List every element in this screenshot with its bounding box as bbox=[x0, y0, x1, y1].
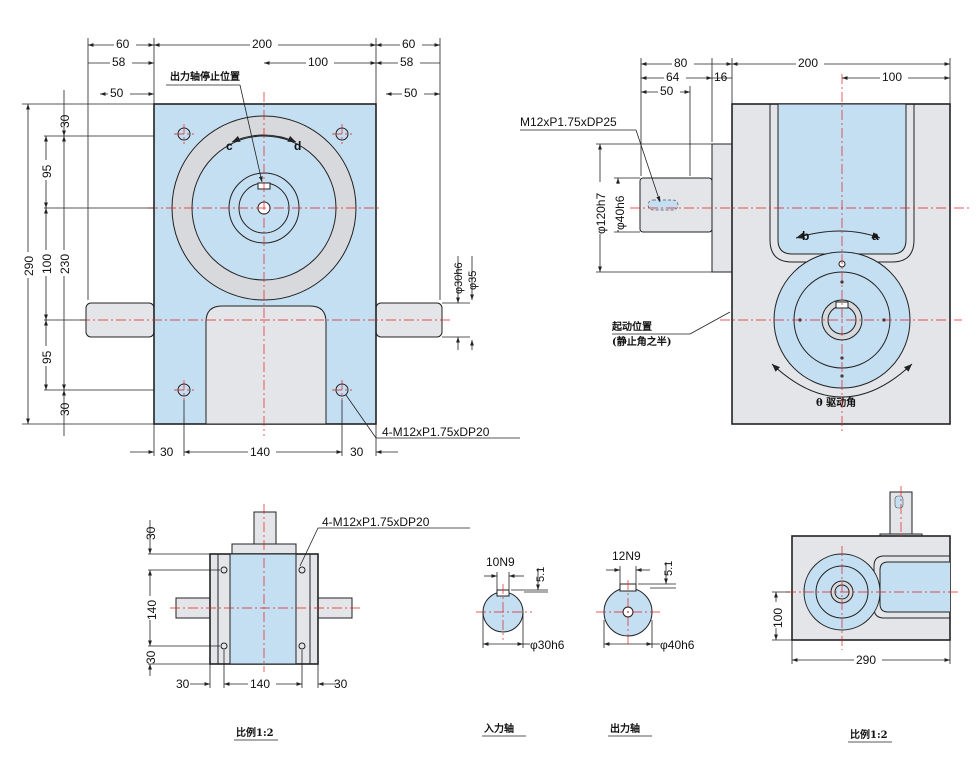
dim-100-side: 100 bbox=[882, 70, 902, 84]
dim-50-right: 50 bbox=[404, 86, 418, 100]
thread-note: M12xP1.75xDP25 bbox=[520, 115, 617, 129]
drive-angle-label: θ 驱动角 bbox=[816, 396, 856, 409]
dim-50-side: 50 bbox=[660, 84, 674, 98]
input-shaft-diameter: φ30h6 bbox=[530, 638, 565, 652]
output-key-width: 12N9 bbox=[612, 549, 641, 563]
output-shaft-diameter: φ40h6 bbox=[660, 638, 695, 652]
small-dim-30-left-bottom: 30 bbox=[144, 650, 158, 664]
dim-dia-120h7: φ120h7 bbox=[594, 193, 608, 234]
dim-dia-30h6: φ30h6 bbox=[453, 262, 465, 294]
arrow-b-label: b bbox=[802, 229, 809, 243]
input-key-width: 10N9 bbox=[486, 555, 515, 569]
arrow-a-label: a bbox=[872, 229, 879, 243]
tap-note-front: 4-M12xP1.75xDP20 bbox=[382, 425, 490, 439]
output-key-depth: 5.1 bbox=[663, 561, 675, 576]
dim-230: 230 bbox=[58, 254, 72, 274]
arrow-c-label: c bbox=[226, 139, 233, 153]
small-dim-30-bottom-right: 30 bbox=[334, 677, 348, 691]
dim-200-side: 200 bbox=[798, 56, 818, 70]
dim-top-60-right: 60 bbox=[402, 37, 416, 51]
drive-angle-arc bbox=[771, 363, 913, 398]
dim-80: 80 bbox=[674, 56, 688, 70]
dim-30-bottom-left: 30 bbox=[160, 445, 174, 459]
tap-note-small: 4-M12xP1.75xDP20 bbox=[322, 515, 430, 529]
side-small-view: 100 290 比例1:2 bbox=[769, 486, 960, 743]
input-shaft-caption: 入力轴 bbox=[484, 722, 514, 735]
small-dim-140-bottom: 140 bbox=[250, 677, 270, 691]
dim-30-bottom-right: 30 bbox=[350, 445, 364, 459]
side-small-dim-290: 290 bbox=[856, 653, 876, 667]
stop-position-label: 出力轴停止位置 bbox=[170, 70, 240, 83]
small-dim-30-bottom-left: 30 bbox=[176, 677, 190, 691]
side-view: b a θ 驱动角 80 200 64 bbox=[520, 56, 970, 434]
scale-label-right: 比例1:2 bbox=[850, 728, 888, 741]
small-dim-140-left: 140 bbox=[145, 600, 159, 620]
threaded-hole bbox=[647, 199, 679, 211]
top-small-view: 30 140 30 30 140 30 4-M12xP1.75xDP20 比例1… bbox=[143, 504, 470, 741]
dim-58-right: 58 bbox=[400, 55, 414, 69]
input-key-depth: 5.1 bbox=[535, 567, 547, 582]
dim-30-lower: 30 bbox=[58, 402, 72, 416]
dim-100-top: 100 bbox=[308, 55, 328, 69]
small-dim-30-top: 30 bbox=[144, 526, 158, 540]
dim-58-left: 58 bbox=[112, 55, 126, 69]
dim-64: 64 bbox=[666, 70, 680, 84]
front-view: c d 出力轴停止位置 60 200 60 58 58 bbox=[20, 37, 520, 459]
dim-dia-35: φ35 bbox=[467, 271, 479, 290]
start-position-note: (静止角之半) bbox=[612, 335, 671, 348]
arrow-d-label: d bbox=[294, 139, 301, 153]
input-shaft-section: 10N9 5.1 φ30h6 入力轴 bbox=[476, 555, 565, 737]
dim-95-lower: 95 bbox=[40, 350, 54, 364]
dim-290: 290 bbox=[22, 256, 36, 276]
dim-100-left: 100 bbox=[40, 254, 54, 274]
output-shaft-section: 12N9 5.1 φ40h6 出力轴 bbox=[596, 549, 695, 737]
rotation-arrow-ba bbox=[795, 230, 881, 239]
start-position-label: 起动位置 bbox=[611, 320, 652, 333]
dim-95-upper: 95 bbox=[40, 164, 54, 178]
dim-30-upper: 30 bbox=[58, 114, 72, 128]
front-lower-channel bbox=[205, 305, 327, 425]
dim-dia-40h6: φ40h6 bbox=[613, 195, 627, 230]
dim-top-200: 200 bbox=[252, 37, 272, 51]
dim-16: 16 bbox=[714, 70, 728, 84]
dim-top-60-left: 60 bbox=[116, 37, 130, 51]
output-shaft-caption: 出力轴 bbox=[610, 722, 640, 735]
side-small-dim-100: 100 bbox=[771, 608, 785, 628]
scale-label-left: 比例1:2 bbox=[236, 726, 274, 739]
dim-140-bottom: 140 bbox=[250, 445, 270, 459]
dim-50-left: 50 bbox=[110, 86, 124, 100]
